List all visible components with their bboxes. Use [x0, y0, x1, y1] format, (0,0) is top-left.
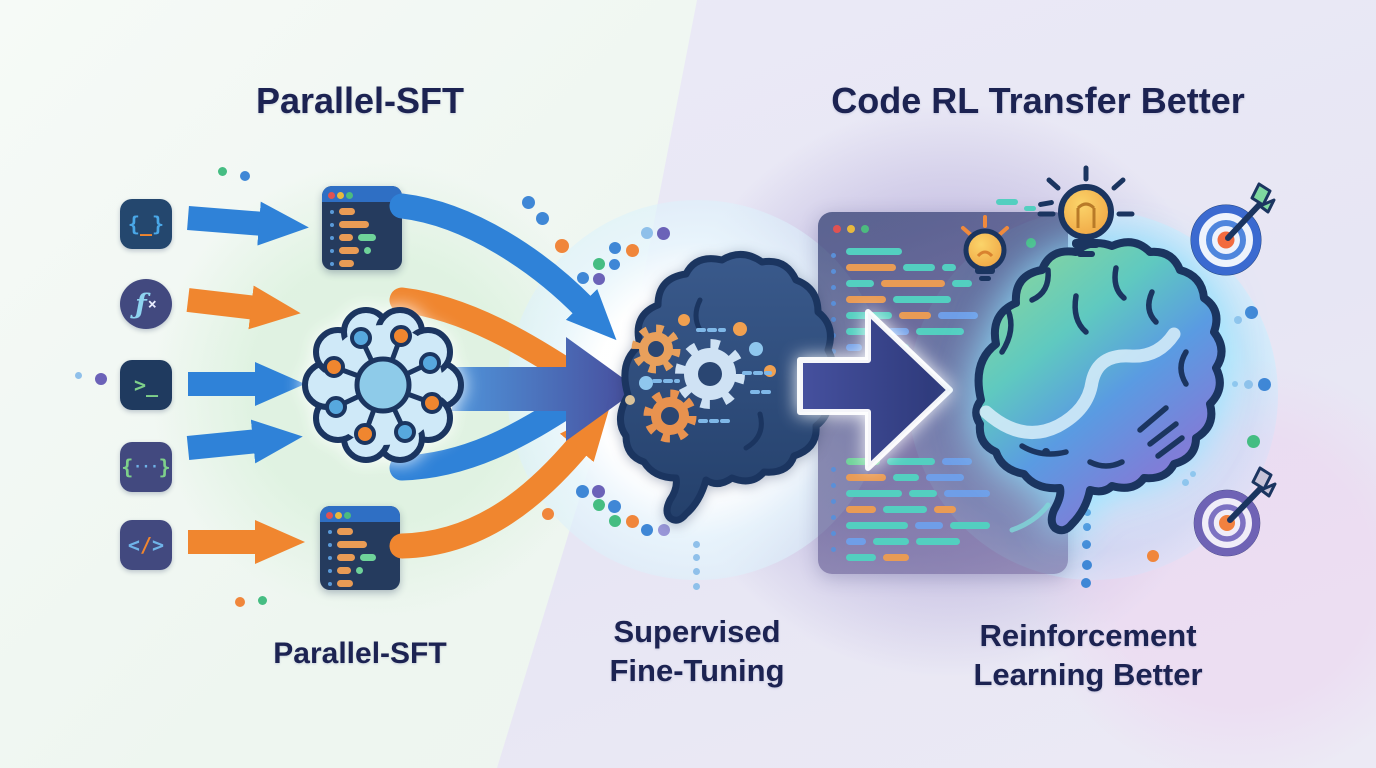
label-parallel-sft: Parallel-SFT — [273, 637, 447, 670]
target-icon — [1193, 466, 1277, 557]
window-minimize-icon — [847, 225, 855, 233]
title-code-rl: Code RL Transfer Better — [831, 80, 1245, 121]
code-window-icon — [322, 186, 402, 270]
line-markers — [831, 456, 836, 563]
window-buttons — [320, 506, 400, 522]
function-icon: ƒ× — [120, 279, 172, 329]
gradient-brain-icon — [972, 238, 1226, 535]
terminal-prompt-icon: >_ — [120, 360, 172, 410]
window-buttons — [818, 212, 1068, 238]
gear-icon — [631, 324, 681, 374]
lightbulb-icon — [1037, 165, 1135, 257]
code-tag-icon: </> — [120, 520, 172, 570]
braces-underscore-icon: {_} — [120, 199, 172, 249]
code-window-icon — [320, 506, 400, 590]
curved-arrow-orange — [389, 409, 609, 559]
gear-icon — [675, 339, 745, 409]
label-reinforcement-learning: Reinforcement Learning Better — [973, 618, 1203, 692]
gradient-arrow — [452, 337, 638, 441]
cyan-arc-decor — [1009, 502, 1051, 533]
window-maximize-icon — [861, 225, 869, 233]
curved-arrow-blue — [389, 193, 617, 341]
gear-icon — [643, 389, 697, 443]
gear-brain-icon — [617, 251, 837, 524]
label-supervised-fine-tuning: Supervised Fine-Tuning — [609, 614, 785, 688]
window-buttons — [322, 186, 402, 202]
window-close-icon — [833, 225, 841, 233]
circuit-decor — [625, 314, 776, 423]
lightbulb-icon — [961, 215, 1009, 281]
title-parallel-sft: Parallel-SFT — [255, 80, 465, 121]
network-brain-icon — [302, 307, 464, 463]
icon-arrows — [186, 201, 309, 564]
target-icon — [1190, 182, 1276, 276]
converging-arrows — [389, 193, 617, 559]
braces-ellipsis-icon: {···} — [120, 442, 172, 492]
transfer-arrow — [797, 309, 953, 471]
